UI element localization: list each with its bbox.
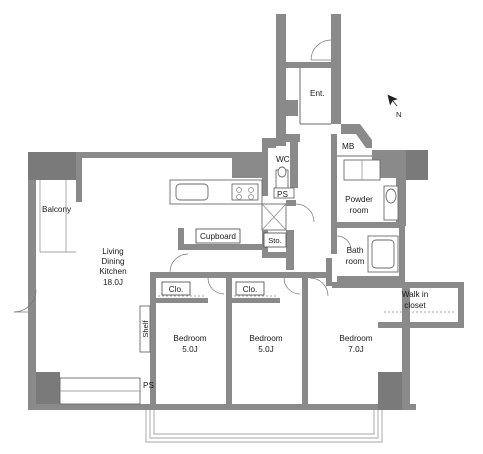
label-closet1: Clo. — [169, 285, 184, 294]
label-shelf: Shelf — [141, 319, 150, 337]
closet2-box — [235, 281, 265, 296]
label-ldk-size: 18.0J — [103, 278, 123, 287]
label-bedroom3-size: 7.0J — [348, 345, 363, 354]
compass-north-label: N — [396, 110, 401, 119]
label-ldk-line2: Dining — [101, 257, 125, 266]
label-walkin-line1: Walk in — [402, 290, 429, 299]
powder-fixtures — [343, 159, 399, 221]
label-bedroom3: Bedroom — [339, 334, 372, 343]
cupboard-box — [195, 228, 241, 244]
closet1-box — [161, 281, 191, 296]
label-closet2: Clo. — [243, 285, 258, 294]
label-cupboard: Cupboard — [200, 232, 236, 241]
label-bedroom2: Bedroom — [249, 334, 282, 343]
bottom-rail — [145, 410, 383, 443]
ldk-window — [59, 377, 141, 405]
entrance-walls — [276, 14, 341, 146]
north-arrow-icon — [387, 94, 398, 107]
label-balcony: Balcony — [42, 205, 72, 214]
label-entrance: Ent. — [310, 89, 325, 98]
label-bedroom1: Bedroom — [173, 334, 206, 343]
balcony-outline — [39, 180, 76, 253]
label-wc: WC — [276, 155, 290, 164]
interior-doors — [13, 253, 329, 313]
wc-walls — [262, 138, 298, 199]
storage-box — [263, 232, 287, 248]
label-storage: Sto. — [268, 236, 282, 245]
label-ldk-line1: Living — [102, 247, 124, 256]
label-powder-line2: room — [350, 206, 369, 215]
kitchen-counter — [169, 179, 263, 205]
walkin-closet-walls — [378, 282, 464, 328]
label-pipe-space-top: PS — [277, 190, 288, 199]
label-bedroom1-size: 5.0J — [182, 345, 197, 354]
bedroom-walls — [150, 258, 382, 404]
shelf-unit — [139, 305, 151, 353]
powder-walls — [331, 124, 428, 282]
label-pipe-space-bottom: PS — [143, 381, 154, 390]
label-bath-line1: Bath — [347, 246, 364, 255]
label-ldk-line3: Kitchen — [99, 267, 127, 276]
perimeter-walls — [28, 150, 428, 410]
label-meter-box: MB — [342, 142, 355, 151]
label-walkin-line2: closet — [404, 301, 426, 310]
fridge-space — [261, 200, 296, 231]
label-powder-line1: Powder — [345, 195, 373, 204]
label-bedroom2-size: 5.0J — [258, 345, 273, 354]
bath-fixtures — [336, 235, 399, 273]
label-bath-line2: room — [346, 257, 365, 266]
entrance-door[interactable] — [310, 39, 332, 61]
